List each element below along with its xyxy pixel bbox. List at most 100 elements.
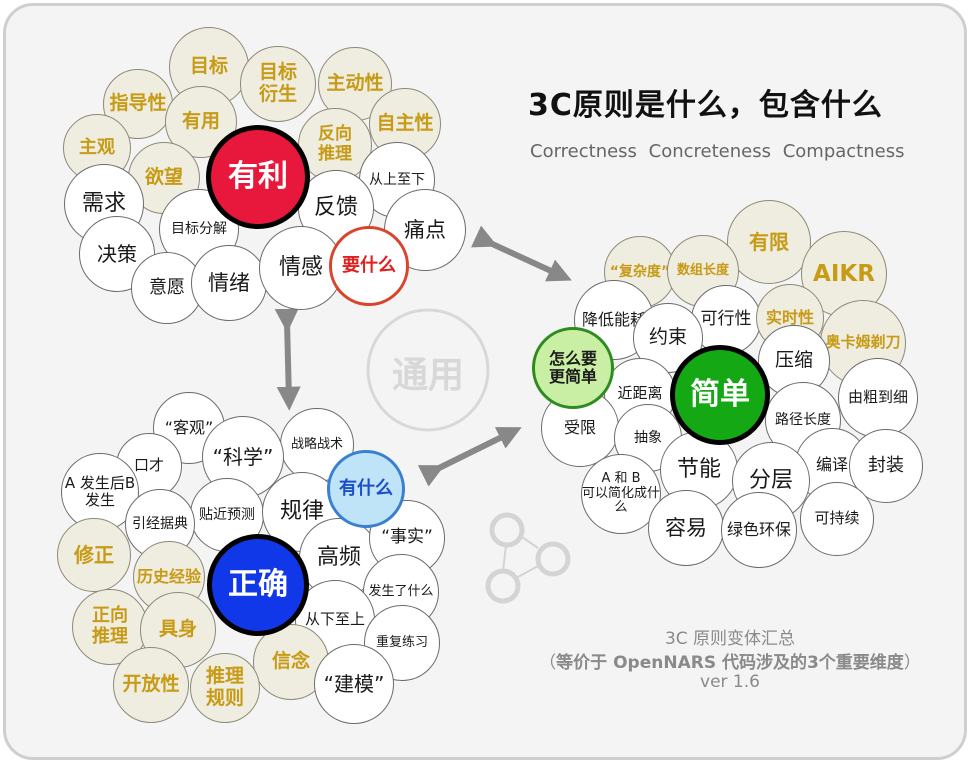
bubble-label: 节能 xyxy=(676,457,721,483)
youli-item-bubble: 意愿 xyxy=(131,252,203,324)
bubble-label: 有用 xyxy=(181,110,220,133)
bubble-label: 受限 xyxy=(563,417,596,437)
bubble-label: 痛点 xyxy=(404,217,446,242)
bubble-label: “事实” xyxy=(381,527,433,548)
bubble-label: 反馈 xyxy=(313,195,358,221)
bubble-label: 目标 xyxy=(189,55,228,78)
bubble-label: 从下至上 xyxy=(304,610,365,629)
footer-line-2: （等价于 OpenNARS 代码涉及的3个重要维度） xyxy=(539,653,921,673)
bubble-label: 高频 xyxy=(316,545,361,571)
bubble-label: 可持续 xyxy=(814,509,860,528)
bubble-label: 目标分解 xyxy=(171,220,227,237)
bubble-label: 数组长度 xyxy=(676,262,729,278)
bubble-label: “科学” xyxy=(212,444,274,469)
page-subtitle: Correctness Concreteness Compactness xyxy=(530,141,905,162)
bubble-label: 历史经验 xyxy=(136,566,201,586)
bubble-label: A 发生后B 发生 xyxy=(64,473,136,509)
bubble-label: 封装 xyxy=(868,454,904,476)
bubble-label: 编译 xyxy=(815,454,848,474)
bubble-label: “复杂度” xyxy=(609,263,671,280)
bubble-label: 绿色环保 xyxy=(726,519,791,539)
bubble-label: 需求 xyxy=(81,191,126,217)
bubble-label: 容易 xyxy=(665,515,707,540)
youli-item-bubble: 决策 xyxy=(79,216,155,292)
question-zhengque-bubble: 有什么 xyxy=(327,450,405,528)
main-youli-bubble: 有利 xyxy=(206,125,310,229)
bubble-label: 约束 xyxy=(648,326,687,349)
bubble-label: 正向推理 xyxy=(92,605,128,647)
page-title: 3C原则是什么，包含什么 xyxy=(528,88,883,123)
jiandan-item-bubble: 有限 xyxy=(727,200,811,284)
bubble-label: 信念 xyxy=(271,650,310,673)
bubble-label: 目标衍生 xyxy=(258,61,297,105)
question-jiandan-bubble: 怎么要更简单 xyxy=(532,327,614,409)
zhengque-item-bubble: “建模” xyxy=(314,644,394,724)
bubble-label: 要什么 xyxy=(342,254,396,276)
center-label: 通用 xyxy=(391,355,464,396)
bubble-label: 反向推理 xyxy=(318,124,352,164)
arrow-youli-zhengque xyxy=(274,308,301,411)
jiandan-item-bubble: 可行性 xyxy=(691,285,761,355)
youli-item-bubble: 情感 xyxy=(259,226,343,310)
bubble-label: 可行性 xyxy=(700,309,752,330)
bubble-label: 具身 xyxy=(158,618,197,641)
bubble-label: “建模” xyxy=(323,671,385,696)
bubble-label: 战略战术 xyxy=(290,436,343,452)
bubble-label: 发生了什么 xyxy=(368,583,434,599)
footer-line-1: 3C 原则变体汇总 xyxy=(664,629,796,649)
bubble-label: 怎么要更简单 xyxy=(548,348,597,386)
bubble-label: 实时性 xyxy=(765,307,814,327)
bubble-label: 自主性 xyxy=(376,112,434,135)
bubble-label: 口才 xyxy=(133,456,164,475)
bubble-label: 推理规则 xyxy=(205,665,244,709)
bubble-label: 奥卡姆剃刀 xyxy=(825,333,901,352)
bubble-label: 有利 xyxy=(228,158,288,194)
bubble-label: 贴近预测 xyxy=(199,506,255,523)
cycle-icon xyxy=(485,512,571,604)
main-jiandan-bubble: 简单 xyxy=(670,345,770,445)
youli-item-bubble: 目标衍生 xyxy=(240,46,316,122)
bubble-label: 引经据典 xyxy=(132,515,188,532)
center-circle xyxy=(366,308,490,432)
bubble-label: 从上至下 xyxy=(369,171,425,188)
bubble-label: 决策 xyxy=(97,241,137,266)
bubble-label: 规律 xyxy=(279,499,324,525)
jiandan-item-bubble: 容易 xyxy=(648,490,724,566)
bubble-label: “客观” xyxy=(164,417,214,437)
bubble-label: 意愿 xyxy=(149,276,185,298)
bubble-label: 开放性 xyxy=(122,673,180,696)
zhengque-item-bubble: 推理规则 xyxy=(190,653,260,723)
youli-item-bubble: 反向推理 xyxy=(298,108,372,182)
zhengque-item-bubble: 修正 xyxy=(57,518,131,592)
bubble-label: 欲望 xyxy=(144,166,183,189)
bubble-label: 修正 xyxy=(74,542,114,567)
bubble-label: AIKR xyxy=(813,260,875,287)
bubble-label: 近距离 xyxy=(617,384,663,403)
youli-item-bubble: 情绪 xyxy=(191,245,267,321)
jiandan-item-bubble: 由粗到细 xyxy=(838,358,918,438)
bubble-label: 由粗到细 xyxy=(847,388,908,407)
bubble-label: 主动性 xyxy=(326,72,384,95)
bubble-label: 降低能耗 xyxy=(581,309,646,329)
bubble-label: 有什么 xyxy=(339,477,393,499)
bubble-label: 情感 xyxy=(278,255,323,281)
bubble-label: 分层 xyxy=(748,468,793,494)
arrow-youli-jiandan xyxy=(470,225,572,282)
jiandan-item-bubble: 可持续 xyxy=(800,482,874,556)
bubble-label: 正确 xyxy=(228,566,288,602)
bubble-label: 重复练习 xyxy=(375,634,428,650)
jiandan-item-bubble: 绿色环保 xyxy=(721,492,797,568)
bubble-label: 主观 xyxy=(79,136,115,158)
bubble-label: 有限 xyxy=(749,229,789,254)
bubble-label: 简单 xyxy=(690,376,750,412)
question-youli-bubble: 要什么 xyxy=(329,226,409,306)
zhengque-item-bubble: 开放性 xyxy=(113,647,189,723)
bubble-label: 抽象 xyxy=(634,429,662,446)
bubble-label: 情绪 xyxy=(208,270,250,295)
main-zhengque-bubble: 正确 xyxy=(207,534,309,636)
footer-line-3: ver 1.6 xyxy=(700,672,760,692)
bubble-label: 路径长度 xyxy=(775,411,831,428)
